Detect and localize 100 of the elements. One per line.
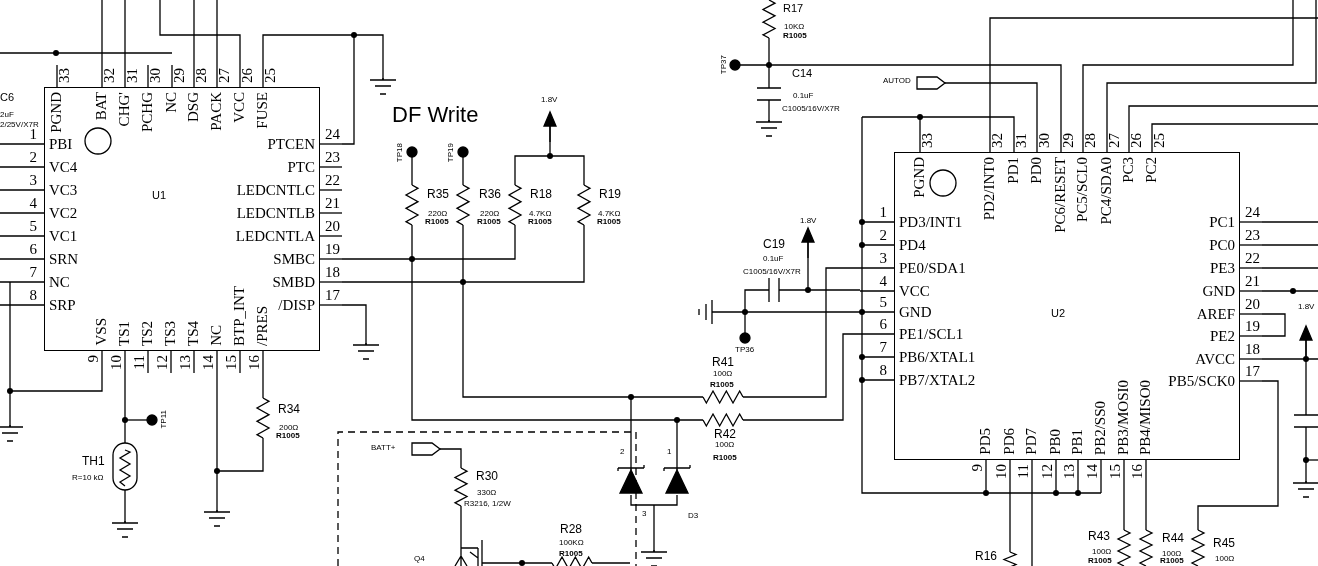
pin-number: 6	[29, 242, 37, 257]
part-designator: R44	[1162, 532, 1184, 544]
pin-name: PD6	[1002, 428, 1017, 455]
component-value: 4.7KΩ	[598, 210, 621, 218]
pin-name: PD5	[978, 428, 993, 455]
pin-name: PD4	[899, 238, 926, 253]
pin-name: PGND	[49, 92, 64, 133]
pin-name: LEDCNTLB	[236, 206, 315, 221]
pin-name: PGND	[912, 157, 927, 198]
pin-number: 9	[970, 464, 985, 472]
pin-number: 4	[879, 274, 887, 289]
pin-number: 22	[1245, 251, 1260, 266]
pin-number: 11	[1016, 464, 1031, 479]
pin-name: TS4	[186, 321, 201, 346]
pin-number: 24	[1245, 205, 1260, 220]
pin-name: VSS	[94, 318, 109, 346]
pin-number: 18	[325, 265, 340, 280]
pin-name: DSG	[186, 92, 201, 122]
supply-label: 1.8V	[800, 217, 817, 225]
part-designator: R41	[712, 356, 734, 368]
pin-name: SMBD	[272, 275, 315, 290]
test-point-label: TP19	[447, 143, 455, 163]
net-label: BATT+	[371, 444, 396, 452]
pin-name: PC0	[1209, 238, 1235, 253]
test-point-label: TP36	[735, 346, 755, 354]
pin-name: VC1	[49, 229, 78, 244]
pin-name: AREF	[1196, 307, 1235, 322]
pin-name: TS2	[140, 321, 155, 346]
component-value: R=10 kΩ	[72, 474, 104, 482]
supply-label: 1.8V	[1298, 303, 1315, 311]
pin-number: 19	[1245, 319, 1260, 334]
package-code: R1005	[425, 218, 449, 226]
component-value: 0.1uF	[763, 255, 784, 263]
pin-number: 10	[109, 355, 124, 370]
pin-number: 30	[1037, 133, 1052, 148]
pin-number: 17	[1245, 364, 1260, 379]
pin-number: 4	[29, 196, 37, 211]
pin-number: 29	[1061, 133, 1076, 148]
pin-number: 1	[29, 127, 37, 142]
heading: DF Write	[392, 104, 479, 126]
component-value: 10KΩ	[784, 23, 805, 31]
component-value: 200Ω	[279, 424, 299, 432]
pin-number: 32	[102, 68, 117, 83]
pin-name: PE2	[1210, 329, 1235, 344]
pin-name: NC	[209, 325, 224, 346]
pin-name: BAT	[94, 92, 109, 121]
pin-name: GND	[899, 305, 932, 320]
pin-number: 21	[325, 196, 340, 211]
part-designator: R34	[278, 403, 300, 415]
pin-number: 33	[57, 68, 72, 83]
pin-name: PE0/SDA1	[899, 261, 966, 276]
pin-name: PC4/SDA0	[1099, 157, 1114, 225]
component-value: 100Ω	[713, 370, 733, 378]
package-code: R1005	[1088, 557, 1112, 565]
pin-name: TS1	[117, 321, 132, 346]
pin-number: 1	[879, 205, 887, 220]
pin-number: 25	[263, 68, 278, 83]
component-value: 220Ω	[480, 210, 500, 218]
pin-name: CHG'	[117, 92, 132, 127]
pin-number: 2	[29, 150, 37, 165]
package-code: R1005	[528, 218, 552, 226]
pin-name: VC2	[49, 206, 78, 221]
part-designator: R28	[560, 523, 582, 535]
pin-number: 14	[1085, 464, 1100, 479]
pin-number: 6	[879, 317, 887, 332]
pin-number: 31	[1014, 133, 1029, 148]
pin-number: 8	[879, 363, 887, 378]
pin-number: 2	[879, 228, 887, 243]
pin-number: 15	[224, 355, 239, 370]
pin-name: PB2/SS0	[1093, 400, 1108, 455]
pin-name: FUSE	[255, 92, 270, 129]
package-code: R1005	[477, 218, 501, 226]
pin-name: PD3/INT1	[899, 215, 963, 230]
part-designator: C14	[792, 68, 813, 79]
package-code: R1005	[783, 32, 807, 40]
test-point-label: TP11	[160, 410, 168, 429]
test-point-label: TP37	[720, 55, 728, 75]
net-label: AUTOD	[883, 77, 911, 85]
part-designator: D3	[688, 512, 699, 520]
package-code: R1005	[597, 218, 621, 226]
pin-number: 5	[29, 219, 37, 234]
pin-number: 7	[879, 340, 887, 355]
package-code: R1005	[1160, 557, 1184, 565]
pin-name: PTCEN	[267, 137, 315, 152]
component-value: 100Ω	[715, 441, 735, 449]
pin-number: 23	[1245, 228, 1260, 243]
pin-name: NC	[164, 92, 179, 113]
pin-number: 16	[247, 355, 262, 370]
pin-name: PD0	[1029, 157, 1044, 184]
pin-name: LEDCNTLA	[235, 229, 315, 244]
component-value: 100KΩ	[559, 539, 584, 547]
package-code: C1005/16V/X7R	[782, 105, 840, 113]
pin-name: SRP	[49, 298, 76, 313]
pin-number: 17	[325, 288, 340, 303]
component-value: 100Ω	[1162, 550, 1182, 558]
component-value: 2uF	[0, 111, 14, 119]
pin-number: 30	[148, 68, 163, 83]
pin-name: PTC	[287, 160, 315, 175]
part-designator: R19	[599, 188, 621, 200]
pin-number: 25	[1152, 133, 1167, 148]
